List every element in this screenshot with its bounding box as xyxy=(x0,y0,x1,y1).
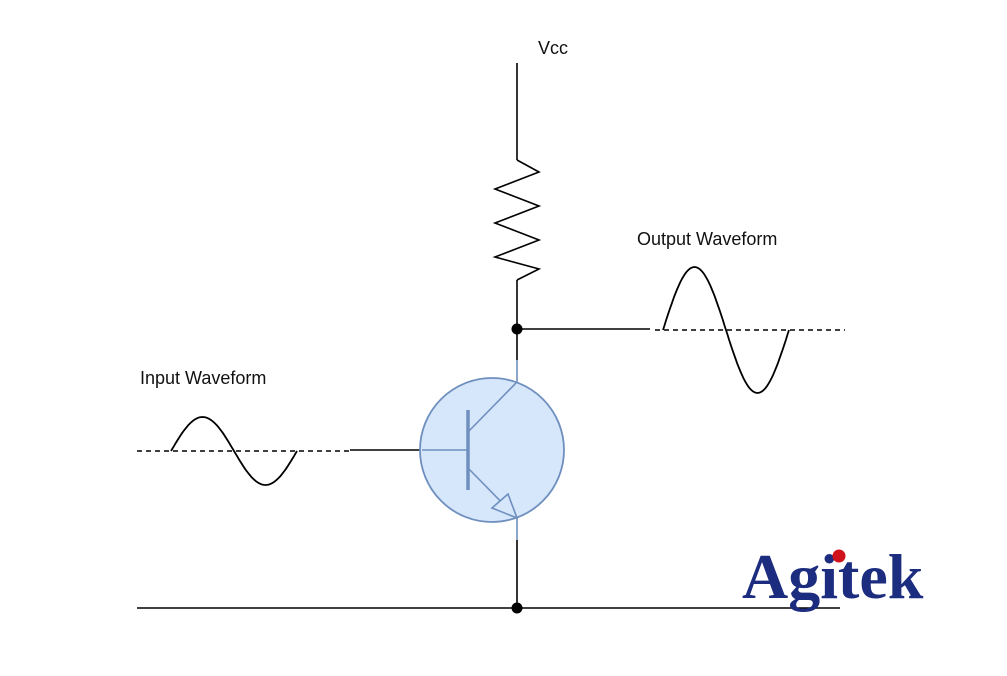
logo-text: Agitek xyxy=(742,541,924,612)
transistor-collector-diagonal xyxy=(467,381,518,433)
agitek-logo: Agitek xyxy=(742,541,924,612)
transistor-body xyxy=(419,377,565,523)
ground-node xyxy=(511,602,523,614)
input-waveform xyxy=(170,416,298,486)
transistor-emitter-arrow xyxy=(490,492,519,520)
output-waveform-label: Output Waveform xyxy=(637,229,777,249)
output-waveform xyxy=(662,266,790,394)
collector-resistor xyxy=(492,159,542,281)
input-waveform-label: Input Waveform xyxy=(140,368,266,388)
logo-i-dot xyxy=(832,549,846,563)
vcc-label: Vcc xyxy=(538,38,568,58)
